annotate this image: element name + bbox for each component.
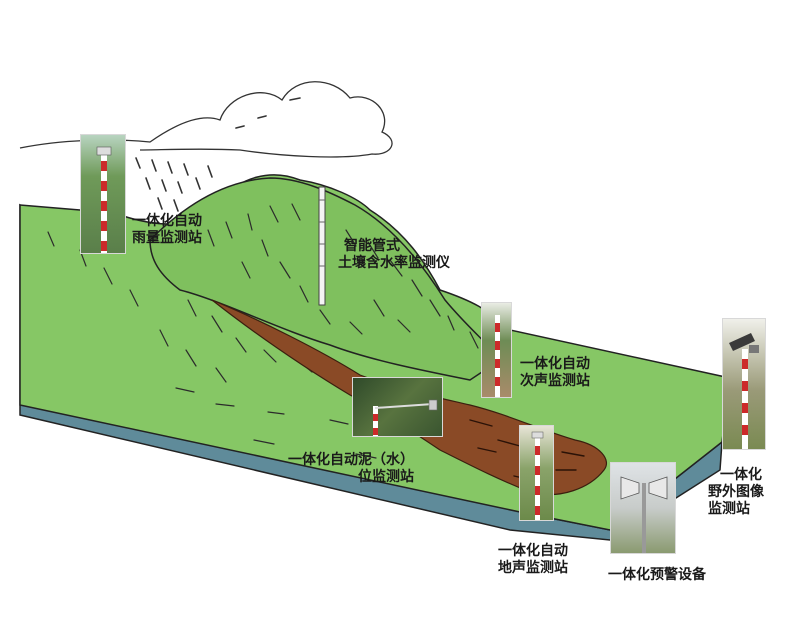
label-line: 一体化自动泥（水）: [288, 452, 414, 468]
cloud-icon: [19, 81, 393, 158]
rain-station-photo: [80, 134, 126, 254]
sensor-arm-icon: [373, 399, 438, 436]
label-line: 智能管式: [344, 238, 400, 254]
label-line: 雨量监测站: [132, 230, 202, 246]
red-white-pole-icon: [531, 431, 544, 520]
slope-hatching: [47, 203, 479, 459]
infrasound-station-photo: [481, 302, 512, 398]
label-line: 地声监测站: [498, 560, 568, 576]
camera-pole-icon: [729, 333, 759, 449]
label-line: 监测站: [708, 501, 750, 517]
label-line: 一体化自动: [498, 543, 568, 559]
red-white-pole-icon: [96, 146, 112, 253]
ground-sound-station-label: 一体化自动 地声监测站: [498, 543, 568, 577]
rain-streaks: [135, 97, 301, 212]
label-line: 一体化自动: [132, 213, 202, 229]
field-image-station-label: 一体化 野外图像 监测站: [708, 467, 764, 518]
mud-level-station-photo: [352, 377, 443, 437]
warning-device-label: 一体化预警设备: [608, 567, 706, 584]
infrasound-station-label: 一体化自动 次声监测站: [520, 356, 590, 390]
field-image-station-photo: [722, 318, 766, 450]
label-line: 一体化预警设备: [608, 567, 706, 583]
red-white-pole-icon: [495, 315, 500, 397]
label-line: 位监测站: [358, 469, 414, 485]
label-line: 次声监测站: [520, 373, 590, 389]
rain-station-label: 一体化自动 雨量监测站: [132, 213, 202, 247]
ground-sound-station-photo: [519, 425, 554, 521]
label-line: 野外图像: [708, 484, 764, 500]
mud-level-station-label: 一体化自动泥（水） 位监测站: [268, 452, 414, 486]
warning-device-photo: [610, 462, 676, 554]
label-line: 土壤含水率监测仪: [338, 255, 450, 271]
soil-moisture-label: 智能管式 土壤含水率监测仪: [338, 238, 450, 272]
label-line: 一体化自动: [520, 356, 590, 372]
soil-moisture-probe: [318, 186, 326, 306]
loudspeaker-icon: [620, 476, 668, 553]
label-line: 一体化: [720, 467, 762, 483]
